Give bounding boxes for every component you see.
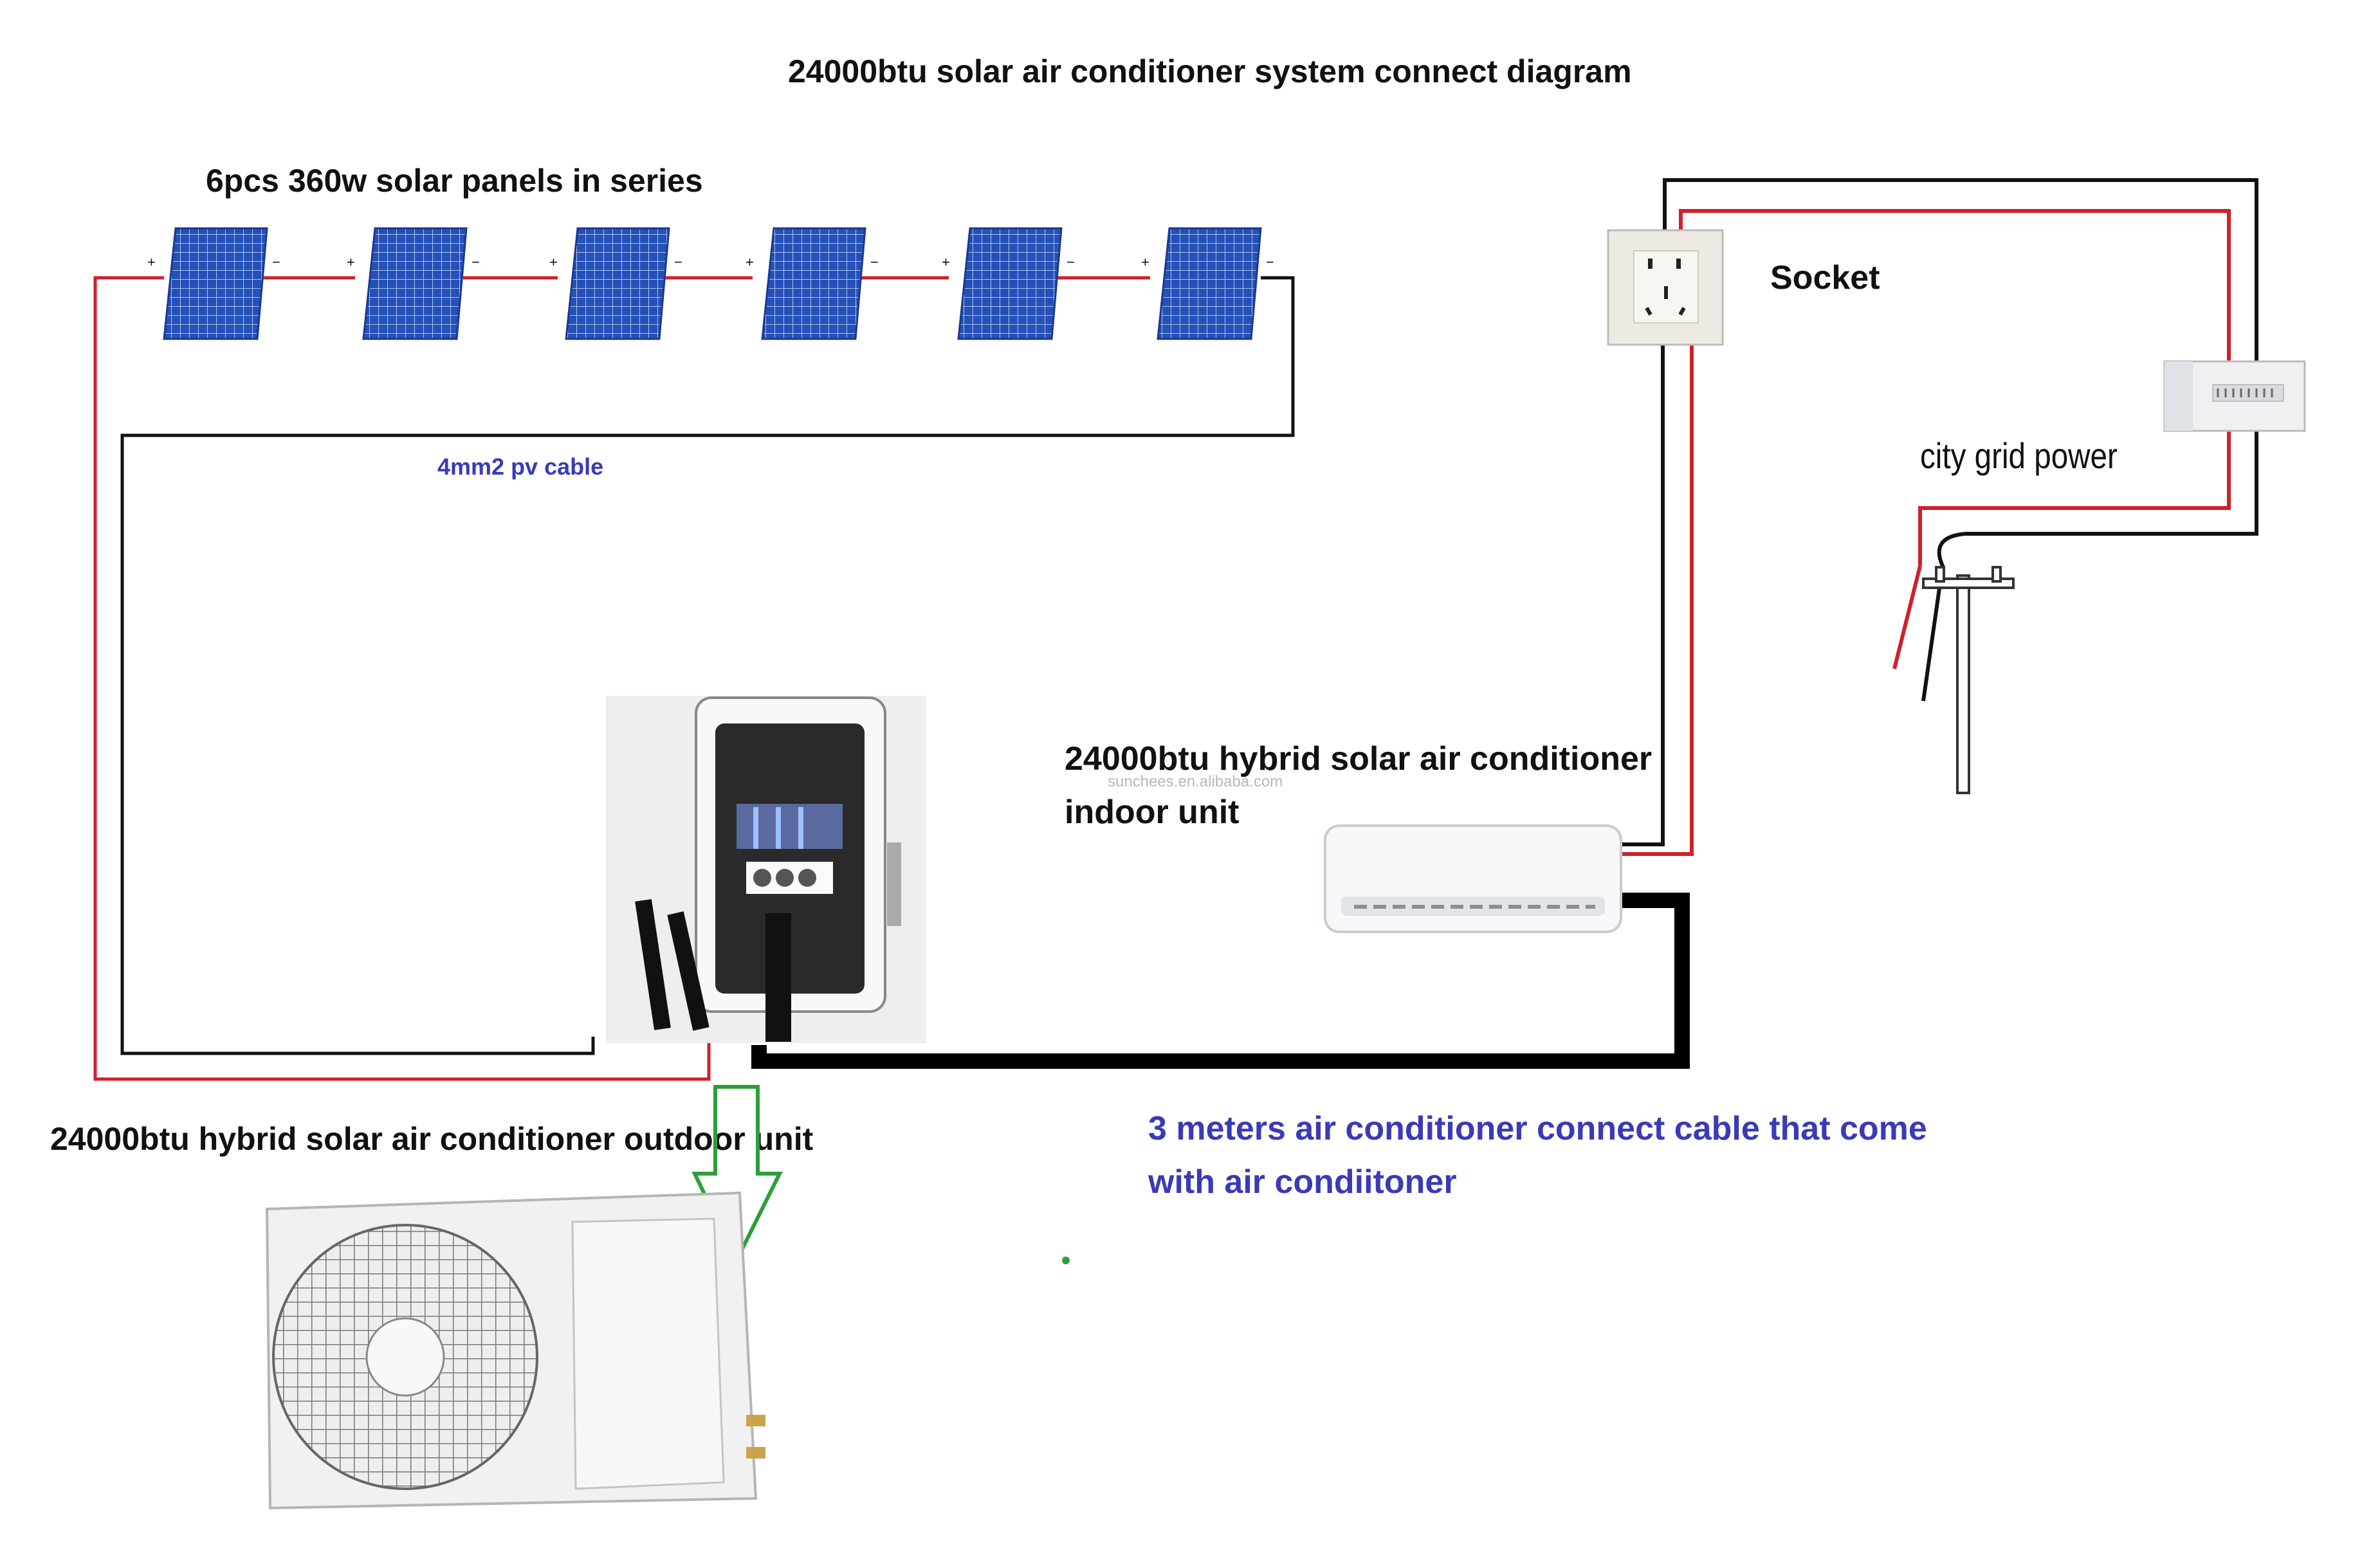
socket-grid-red [1679,209,2231,566]
solar-panels-label: 6pcs 360w solar panels in series [206,163,703,199]
panel-minus-terminal: − [1066,254,1075,270]
panel-minus-terminal: − [471,254,480,270]
socket-wiring [1621,178,2258,856]
panel-plus-terminal: + [549,254,558,270]
socket-slot-left [1648,259,1652,269]
ac-connect-cable [751,893,1690,1069]
indoor-unit-label-line1: 24000btu hybrid solar air conditioner [1065,740,1652,778]
fan-hub [365,1317,445,1397]
outdoor-unit-label: 24000btu hybrid solar air conditioner ou… [50,1121,814,1157]
socket-slot-center [1664,286,1668,299]
socket-grid-black [1663,178,2258,536]
socket-label: Socket [1770,259,1880,296]
wall-socket [1607,229,1724,346]
solar-panel-array: + − + − + − + − + − + − [147,227,1274,340]
connect-cable-label-line1: 3 meters air conditioner connect cable t… [1148,1110,1927,1147]
indoor-unit [1324,824,1622,933]
connect-cable-label-line2: with air condiitoner [1148,1163,1457,1201]
pv-cable-label: 4mm2 pv cable [437,453,604,480]
indoor-neutral-wire [1621,341,1665,846]
city-grid-label: city grid power [1920,435,2118,476]
panel-plus-terminal: + [347,254,355,270]
panel-minus-terminal: − [870,254,879,270]
socket-slot-right [1676,259,1681,269]
pv-negative-wire [120,276,1295,1055]
indoor-unit-label-line2: indoor unit [1065,794,1240,831]
panel-plus-terminal: + [942,254,950,270]
pole-drop-black [1921,532,1966,702]
outdoor-unit [265,1191,765,1510]
solar-panel [761,227,866,340]
panel-minus-terminal: − [272,254,280,270]
panel-minus-terminal: − [1266,254,1274,270]
solar-panel [565,227,670,340]
panel-plus-terminal: + [1141,254,1149,270]
green-arrow [691,1085,783,1265]
socket-slot-bl [1645,307,1652,316]
indoor-live-wire [1621,341,1694,856]
utility-pole [1922,566,2015,794]
solar-panel [362,227,468,340]
solar-panel [1157,227,1262,340]
service-valve-1 [746,1415,765,1426]
green-dot [1062,1257,1070,1264]
socket-slot-br [1678,307,1686,316]
distribution-box [2163,360,2306,432]
panel-minus-terminal: − [674,254,682,270]
pv-positive-wire [93,276,711,1081]
service-valve-2 [746,1447,765,1459]
solar-panel [957,227,1063,340]
watermark: sunchees.en.alibaba.com [1108,773,1283,790]
mc4-connectors [635,899,709,1031]
outdoor-junction-box [606,696,926,1043]
panel-plus-terminal: + [746,254,754,270]
pole-drop-red [1892,565,1922,669]
pv-string-wiring [93,276,1295,1081]
solar-panel [163,227,268,340]
diagram-title: 24000btu solar air conditioner system co… [788,53,1632,89]
panel-plus-terminal: + [147,254,156,270]
